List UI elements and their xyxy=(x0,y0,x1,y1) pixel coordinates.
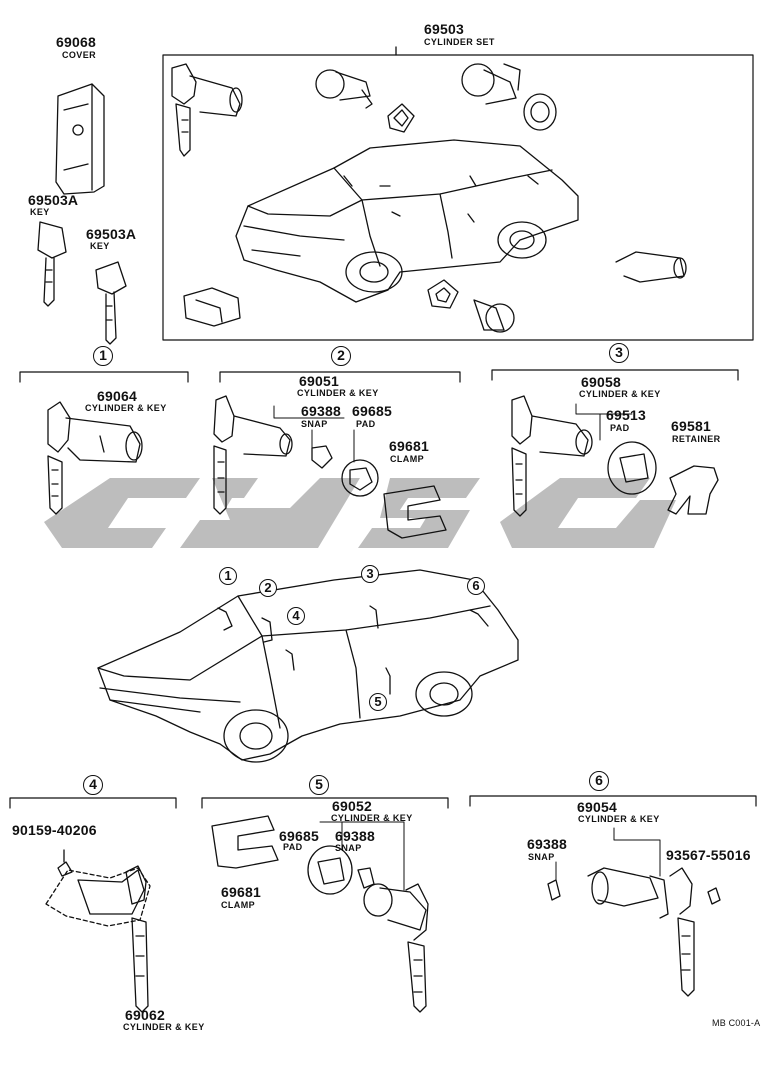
key-icon xyxy=(95,261,127,345)
group-5-marker: 5 xyxy=(309,775,329,795)
pad-icon xyxy=(607,441,657,495)
car-callout-1: 1 xyxy=(219,567,237,585)
leader-line xyxy=(555,827,661,881)
group2-cylinder-icon xyxy=(213,395,293,515)
group-3-marker: 3 xyxy=(609,343,629,363)
g3-cylinder-description: CYLINDER & KEY xyxy=(579,389,661,399)
door-cylinder-icon xyxy=(473,299,515,333)
g5-clamp-part-number: 69681 xyxy=(221,884,261,900)
pad-icon xyxy=(387,103,415,133)
group-brackets xyxy=(9,369,757,809)
leader-line xyxy=(319,821,405,891)
key-b-description: KEY xyxy=(90,241,110,251)
group-2-marker: 2 xyxy=(331,346,351,366)
g3-retainer-description: RETAINER xyxy=(672,434,721,444)
g5-snap-part-number: 69388 xyxy=(335,828,375,844)
watermark-logo xyxy=(44,478,676,548)
key-a-description: KEY xyxy=(30,207,50,217)
group6-cylinder-icon xyxy=(587,867,695,997)
leader-line xyxy=(273,405,355,463)
ignition-cylinder-icon xyxy=(171,63,243,157)
g3-pad-description: PAD xyxy=(610,423,630,433)
figure-reference: MB C001-A xyxy=(712,1018,761,1028)
car-callout-6: 6 xyxy=(467,577,485,595)
retainer-icon xyxy=(667,465,719,515)
cylinder-set-description: CYLINDER SET xyxy=(424,37,495,47)
leader-line xyxy=(575,403,633,441)
snap-icon xyxy=(311,445,333,469)
key-icon xyxy=(37,221,67,307)
key-a-part-number: 69503A xyxy=(28,192,79,208)
station-wagon-icon xyxy=(97,569,519,763)
g5-pad-description: PAD xyxy=(283,842,303,852)
g2-cylinder-description: CYLINDER & KEY xyxy=(297,388,379,398)
g5-snap-description: SNAP xyxy=(335,843,362,853)
g4-screw-part-number: 90159-40206 xyxy=(12,822,97,838)
g6-cylinder-part-number: 69054 xyxy=(577,799,617,815)
cover-part-number: 69068 xyxy=(56,34,96,50)
g2-pad-part-number: 69685 xyxy=(352,403,392,419)
station-wagon-icon xyxy=(235,139,579,303)
door-cylinder-icon xyxy=(315,69,373,109)
g2-cylinder-part-number: 69051 xyxy=(299,373,339,389)
g4-cylinder-part-number: 69062 xyxy=(125,1007,165,1023)
pad-icon xyxy=(523,93,557,131)
g2-clamp-part-number: 69681 xyxy=(389,438,429,454)
group4-lock-icon xyxy=(45,865,151,1013)
g3-retainer-part-number: 69581 xyxy=(671,418,711,434)
door-cylinder-icon xyxy=(461,63,521,105)
car-callout-4: 4 xyxy=(287,607,305,625)
g5-clamp-description: CLAMP xyxy=(221,900,255,910)
cover-icon xyxy=(55,83,105,195)
car-lock-markers xyxy=(217,605,489,695)
screw-icon xyxy=(707,887,721,905)
g2-snap-part-number: 69388 xyxy=(301,403,341,419)
clamp-icon xyxy=(211,815,279,869)
snap-icon xyxy=(547,879,561,901)
group-6-marker: 6 xyxy=(589,771,609,791)
g6-snap-description: SNAP xyxy=(528,852,555,862)
cover-description: COVER xyxy=(62,50,97,60)
g1-cylinder-description: CYLINDER & KEY xyxy=(85,403,167,413)
g6-cylinder-description: CYLINDER & KEY xyxy=(578,814,660,824)
g2-pad-description: PAD xyxy=(356,419,376,429)
group-4-marker: 4 xyxy=(83,775,103,795)
group-1-marker: 1 xyxy=(93,346,113,366)
back-door-cylinder-icon xyxy=(615,251,687,283)
cylinder-set-part-number: 69503 xyxy=(424,21,464,37)
clamp-icon xyxy=(383,485,447,539)
group5-cylinder-icon xyxy=(363,883,429,1013)
g2-clamp-description: CLAMP xyxy=(390,454,424,464)
pad-icon xyxy=(307,845,353,895)
trunk-cylinder-icon xyxy=(183,287,241,327)
g5-cylinder-description: CYLINDER & KEY xyxy=(331,813,413,823)
car-callout-3: 3 xyxy=(361,565,379,583)
g4-cylinder-description: CYLINDER & KEY xyxy=(123,1022,205,1032)
g5-cylinder-part-number: 69052 xyxy=(332,798,372,814)
pad-icon xyxy=(341,459,379,497)
car-callout-5: 5 xyxy=(369,693,387,711)
g3-cylinder-part-number: 69058 xyxy=(581,374,621,390)
cylinder-set-box xyxy=(162,54,754,341)
group1-cylinder-icon xyxy=(47,401,143,515)
g3-pad-part-number: 69513 xyxy=(606,407,646,423)
g6-snap-part-number: 69388 xyxy=(527,836,567,852)
screw-icon xyxy=(57,849,73,877)
group3-cylinder-icon xyxy=(511,395,593,517)
g5-pad-part-number: 69685 xyxy=(279,828,319,844)
g2-snap-description: SNAP xyxy=(301,419,328,429)
pad-icon xyxy=(427,279,459,309)
car-callout-2: 2 xyxy=(259,579,277,597)
key-b-part-number: 69503A xyxy=(86,226,137,242)
g6-screw-part-number: 93567-55016 xyxy=(666,847,751,863)
g1-cylinder-part-number: 69064 xyxy=(97,388,137,404)
